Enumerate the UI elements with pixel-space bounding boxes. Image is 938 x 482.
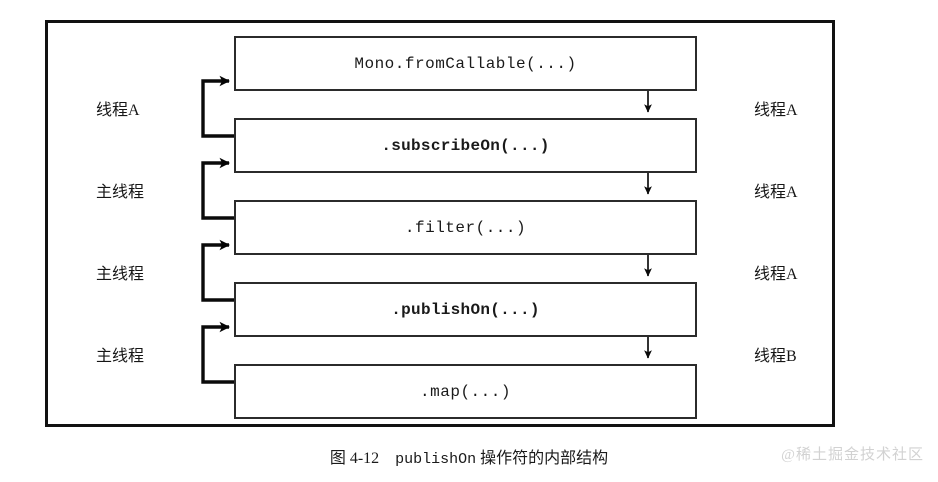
figure-frame: Mono.fromCallable(...) .subscribeOn(...)…	[45, 20, 835, 427]
operator-box-map[interactable]: .map(...)	[234, 364, 697, 419]
figure-caption: 图 4-12 publishOn 操作符的内部结构	[0, 444, 938, 468]
left-thread-label-3: 主线程	[96, 266, 145, 283]
operator-label: .map(...)	[420, 382, 511, 401]
operator-box-subscribeon[interactable]: .subscribeOn(...)	[234, 118, 697, 173]
right-thread-label-3: 线程A	[754, 266, 798, 283]
caption-operator-name: publishOn	[395, 451, 477, 468]
caption-text: 操作符的内部结构	[480, 450, 609, 467]
right-thread-label-4: 线程B	[754, 348, 797, 365]
subscribe-arrow-1	[201, 75, 234, 138]
caption-number: 图 4-12	[329, 450, 380, 467]
operator-label: .subscribeOn(...)	[381, 136, 550, 155]
operator-box-mono-fromcallable[interactable]: Mono.fromCallable(...)	[234, 36, 697, 91]
right-thread-label-1: 线程A	[754, 102, 798, 119]
operator-label: Mono.fromCallable(...)	[354, 54, 577, 73]
operator-box-publishon[interactable]: .publishOn(...)	[234, 282, 697, 337]
operator-label: .publishOn(...)	[391, 300, 540, 319]
subscribe-arrow-3	[201, 239, 234, 302]
left-thread-label-1: 线程A	[96, 102, 140, 119]
left-thread-label-2: 主线程	[96, 184, 145, 201]
operator-box-filter[interactable]: .filter(...)	[234, 200, 697, 255]
subscribe-arrow-4	[201, 321, 234, 384]
left-thread-label-4: 主线程	[96, 348, 145, 365]
subscribe-arrow-2	[201, 157, 234, 220]
right-thread-label-2: 线程A	[754, 184, 798, 201]
watermark: @稀土掘金技术社区	[781, 447, 924, 463]
operator-label: .filter(...)	[404, 218, 527, 237]
